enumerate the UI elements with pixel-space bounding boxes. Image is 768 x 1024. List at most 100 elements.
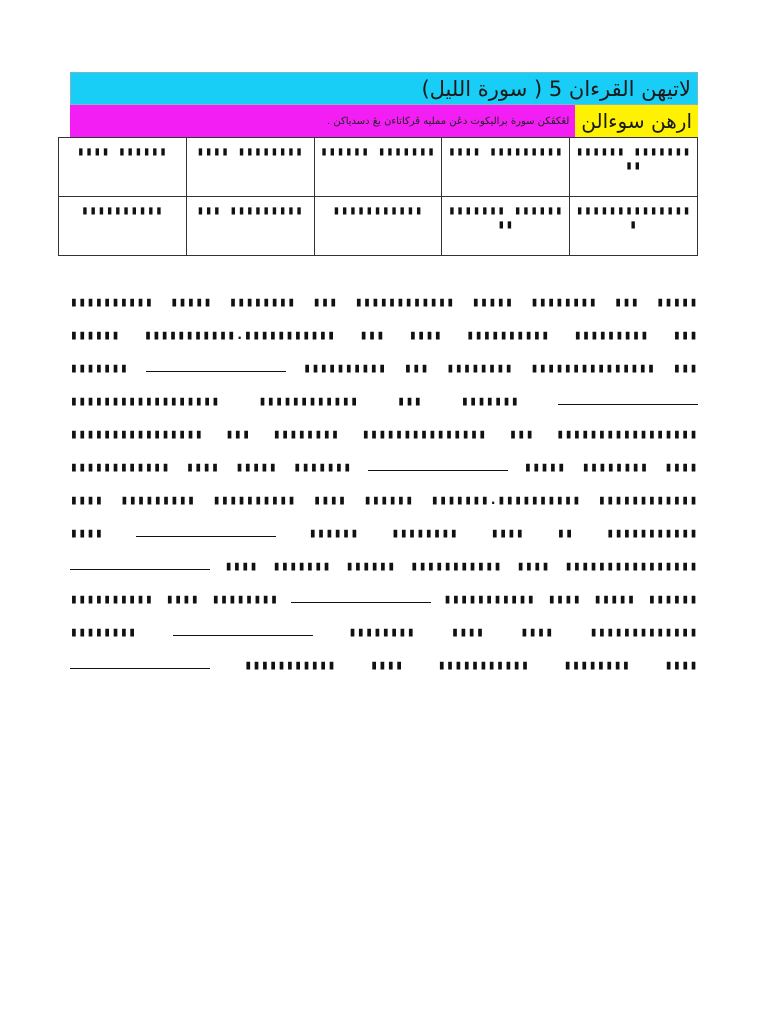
word-bank-cell: ▮▮▮▮▮▮ ▮▮▮▮▮▮▮ — [313, 137, 443, 197]
passage-word: ▮▮▮▮ — [165, 592, 200, 607]
passage-word: ▮▮▮▮▮▮▮▮▮▮▮ — [437, 658, 530, 673]
passage-line: ▮▮▮▮▮▮▮▮▮▮▮▮▮▮▮▮▮▮▮▮▮▮▮▮▮▮▮▮▮▮▮▮▮▮▮▮▮▮▮▮… — [70, 286, 698, 319]
passage-line: ▮▮▮▮▮▮▮▮▮▮▮▮▮▮▮▮▮▮▮▮▮▮▮▮▮▮▮▮▮▮▮▮▮▮▮▮▮▮▮▮… — [70, 352, 698, 385]
passage-line: ▮▮▮▮▮▮▮▮▮▮▮▮▮▮▮▮▮▮▮▮▮▮▮▮▮▮▮▮▮▮▮▮▮▮▮▮▮ — [70, 616, 698, 649]
answer-blank[interactable] — [557, 388, 698, 405]
passage-word: ▮▮▮▮ — [370, 658, 404, 673]
passage-word: ▮▮▮▮▮▮▮▮▮▮▮ — [244, 658, 336, 673]
passage-word: ▮▮▮▮▮ — [235, 460, 278, 475]
passage-word: ▮▮▮▮▮▮▮▮▮▮▮.▮▮▮▮▮▮▮▮▮▮▮ — [144, 328, 336, 343]
section-label: ارهن سوءالن — [575, 105, 698, 137]
word-bank-cell: ▮▮▮▮▮▮▮▮▮▮▮▮▮▮▮ — [569, 196, 698, 256]
passage-word: ▮▮▮▮▮▮▮ — [70, 361, 129, 376]
passage-word: ▮▮▮ — [397, 394, 423, 409]
passage-word: ▮▮▮▮ — [70, 526, 104, 541]
passage-word: ▮▮▮▮▮▮▮▮ — [211, 592, 279, 607]
word-bank-cell: ▮▮▮▮ ▮▮▮▮▮▮ — [58, 137, 187, 197]
word-bank-cell: ▮▮▮▮▮▮▮▮▮▮ — [58, 196, 187, 256]
passage-word: ▮▮▮▮▮ — [524, 460, 566, 475]
passage-line: ▮▮▮▮▮▮▮▮▮▮▮▮▮▮▮▮▮▮▮▮▮▮▮▮▮▮▮▮▮▮▮▮▮▮▮▮▮▮▮▮… — [70, 484, 698, 517]
passage-word: ▮▮▮▮▮▮▮▮▮▮ — [212, 493, 296, 508]
passage-word: ▮▮▮▮▮▮▮▮▮▮▮ — [443, 592, 536, 607]
passage-line: ▮▮▮▮▮▮▮▮▮▮▮▮▮▮▮▮▮▮▮▮▮▮▮▮▮▮▮▮▮▮▮▮▮▮▮▮▮▮▮▮… — [70, 418, 698, 451]
passage-word: ▮▮▮▮▮▮▮▮ — [581, 460, 649, 475]
passage-word: ▮▮▮▮▮▮▮▮▮ — [120, 493, 196, 508]
answer-blank[interactable] — [70, 553, 210, 570]
passage-word: ▮▮▮▮▮▮▮▮▮▮ — [70, 295, 154, 310]
passage-line: ▮▮▮▮▮▮▮▮▮▮▮▮▮▮▮▮▮▮▮▮▮▮▮▮▮▮▮▮▮▮▮▮▮▮▮▮▮▮▮▮ — [70, 385, 698, 418]
passage-word: ▮▮▮▮▮▮▮▮▮▮▮▮▮▮▮▮▮▮ — [70, 394, 220, 409]
passage-line: ▮▮▮▮▮▮▮▮▮▮▮▮▮▮▮▮▮.▮▮▮▮▮▮▮▮▮▮▮▮▮▮▮▮▮▮▮▮▮▮… — [70, 319, 698, 352]
passage-word: ▮▮▮▮▮ — [170, 295, 212, 310]
answer-blank[interactable] — [291, 586, 432, 603]
passage-word: ▮▮▮▮▮▮▮▮▮▮▮ — [410, 559, 502, 574]
passage-word: ▮▮▮▮▮▮▮▮▮▮▮▮ — [258, 394, 359, 409]
passage-word: ▮▮▮▮▮▮▮.▮▮▮▮▮▮▮▮▮▮ — [430, 493, 581, 508]
passage-word: ▮▮▮▮▮▮▮ — [460, 394, 520, 409]
passage-word: ▮▮▮▮▮▮▮▮ — [348, 625, 416, 640]
passage-line: ▮▮▮▮▮▮▮▮▮▮▮▮▮▮▮▮▮▮▮▮▮▮▮▮▮▮▮▮▮▮▮▮▮▮▮ — [70, 517, 698, 550]
passage-word: ▮▮▮▮▮▮▮▮ — [272, 427, 340, 442]
passage-word: ▮▮▮ — [614, 295, 640, 310]
passage-word: ▮▮▮▮ — [547, 592, 582, 607]
subtitle-bar: لڠكڤكن سورة براليكوت دڠن ممليه ڤركاتاءن … — [70, 105, 698, 137]
answer-blank[interactable] — [136, 520, 277, 537]
passage-word: ▮▮▮▮▮▮ — [308, 526, 359, 541]
passage-word: ▮▮▮▮▮▮▮▮▮▮▮▮ — [70, 460, 170, 475]
passage-word: ▮▮▮▮▮▮▮▮▮▮▮▮▮▮▮▮ — [564, 559, 698, 574]
passage-word: ▮▮▮▮ — [70, 493, 104, 508]
passage-word: ▮▮▮▮▮▮▮▮ — [530, 295, 598, 310]
passage-line: ▮▮▮▮▮▮▮▮▮▮▮▮▮▮▮▮▮▮▮▮▮▮▮▮▮▮▮▮▮▮▮▮▮▮▮▮▮▮▮▮… — [70, 583, 698, 616]
passage-word: ▮▮▮▮▮▮▮▮▮▮▮▮▮▮▮ — [361, 427, 487, 442]
passage-word: ▮▮▮ — [404, 361, 430, 376]
word-bank-cell: ▮▮▮▮ ▮▮▮▮▮▮▮▮▮ — [441, 137, 571, 197]
passage-word: ▮▮▮ — [672, 328, 698, 343]
passage-word: ▮▮▮▮▮▮▮▮▮▮▮▮▮ — [589, 625, 698, 640]
passage-word: ▮▮▮▮▮▮▮▮ — [229, 295, 296, 310]
answer-blank[interactable] — [172, 619, 313, 636]
passage-line: ▮▮▮▮▮▮▮▮▮▮▮▮▮▮▮▮▮▮▮▮▮▮▮▮▮▮▮▮▮▮▮▮▮▮▮▮▮▮▮▮… — [70, 550, 698, 583]
passage-word: ▮▮▮▮▮▮ — [70, 328, 120, 343]
passage-word: ▮▮▮ — [359, 328, 385, 343]
passage-word: ▮▮▮▮▮▮▮ — [272, 559, 332, 574]
word-bank-cell: ▮▮▮▮▮▮▮▮▮▮▮ — [313, 196, 443, 256]
passage-word: ▮▮ — [556, 526, 574, 541]
passage-word: ▮▮▮▮ — [313, 493, 347, 508]
passage-word: ▮▮▮▮▮▮▮▮▮▮▮▮ — [354, 295, 455, 310]
passage-word: ▮▮▮▮ — [664, 658, 698, 673]
passage-word: ▮▮▮ — [312, 295, 338, 310]
word-bank-row: ▮▮▮▮▮▮▮▮▮▮ ▮▮▮ ▮▮▮▮▮▮▮▮▮ ▮▮▮▮▮▮▮▮▮▮▮ ▮▮▮… — [58, 196, 698, 256]
passage-word: ▮▮▮▮▮▮▮▮▮▮▮▮▮▮▮▮ — [70, 427, 204, 442]
word-bank-cell: ▮▮▮▮▮▮ ▮▮▮▮▮▮▮▮▮ — [569, 137, 698, 197]
passage-word: ▮▮▮▮▮▮▮▮ — [391, 526, 459, 541]
passage-word: ▮▮▮▮▮▮▮▮ — [446, 361, 514, 376]
passage-word: ▮▮▮▮▮ — [471, 295, 514, 310]
word-bank-cell: ▮▮▮▮▮▮▮ ▮▮▮▮▮▮▮▮ — [441, 196, 571, 256]
answer-blank[interactable] — [70, 652, 210, 669]
passage-word: ▮▮▮▮▮ — [656, 295, 698, 310]
answer-blank[interactable] — [145, 355, 286, 372]
passage-word: ▮▮▮▮ — [490, 526, 525, 541]
passage-word: ▮▮▮▮▮▮▮ — [293, 460, 352, 475]
passage-word: ▮▮▮▮▮▮ — [648, 592, 698, 607]
passage-word: ▮▮▮▮ — [664, 460, 698, 475]
word-bank-cell: ▮▮▮ ▮▮▮▮▮▮▮▮▮ — [185, 196, 315, 256]
passage-word: ▮▮▮▮▮▮▮▮▮▮▮▮▮▮▮ — [530, 361, 656, 376]
passage-line: ▮▮▮▮▮▮▮▮▮▮▮▮▮▮▮▮▮▮▮▮▮▮▮▮▮▮▮▮▮▮▮▮▮▮▮▮▮▮ — [70, 649, 698, 682]
passage-word: ▮▮▮ — [225, 427, 251, 442]
passage-word: ▮▮▮▮▮ — [593, 592, 636, 607]
passage-word: ▮▮▮ — [509, 427, 535, 442]
passage-word: ▮▮▮▮▮▮▮▮▮▮ — [303, 361, 387, 376]
worksheet-title: لاتيهن القرءان 5 ( سورة الليل) — [421, 76, 691, 101]
passage-word: ▮▮▮▮▮▮▮▮▮▮ — [70, 592, 154, 607]
answer-blank[interactable] — [367, 454, 508, 471]
passage-word: ▮▮▮▮▮▮▮▮ — [70, 625, 137, 640]
passage-word: ▮▮▮▮▮▮ — [363, 493, 414, 508]
passage-word: ▮▮▮▮ — [224, 559, 259, 574]
passage-word: ▮▮▮▮▮▮▮▮ — [563, 658, 631, 673]
title-bar: لاتيهن القرءان 5 ( سورة الليل) — [70, 72, 698, 105]
word-bank-table: ▮▮▮▮ ▮▮▮▮▮▮ ▮▮▮▮ ▮▮▮▮▮▮▮▮ ▮▮▮▮▮▮ ▮▮▮▮▮▮▮… — [58, 137, 698, 256]
instruction-text: لڠكڤكن سورة براليكوت دڠن ممليه ڤركاتاءن … — [326, 115, 570, 127]
passage-word: ▮▮▮▮ — [186, 460, 220, 475]
passage-word: ▮▮▮▮ — [516, 559, 550, 574]
